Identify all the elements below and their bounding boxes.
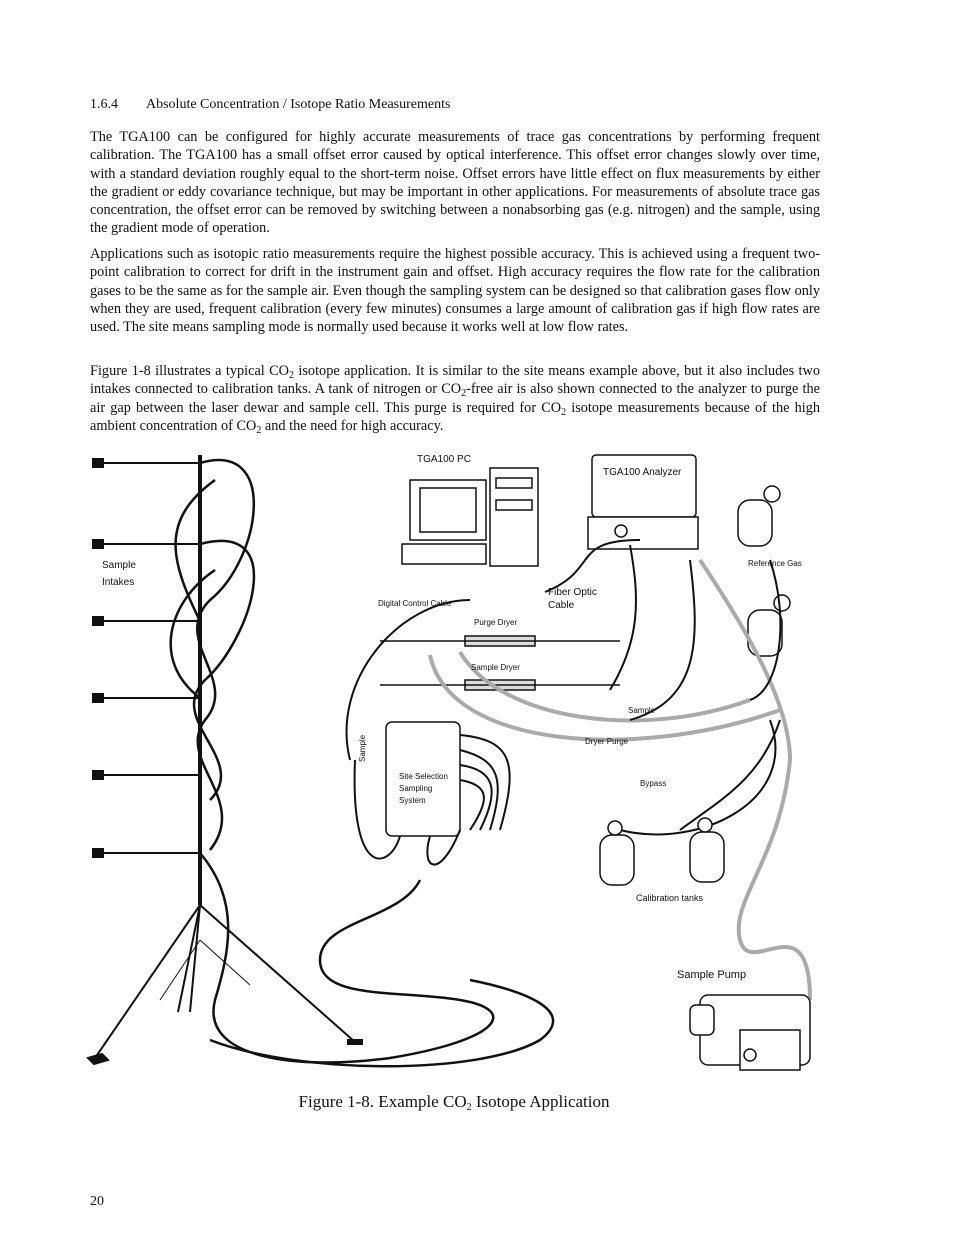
calibration-tanks xyxy=(600,818,724,885)
co2-isotope-diagram: Sample Intakes TGA100 PC TGA100 Analyzer… xyxy=(80,445,820,1085)
site-selection-label-2: Sampling xyxy=(399,784,432,793)
sample-intakes-label-2: Intakes xyxy=(102,577,134,588)
calibration-tanks-label: Calibration tanks xyxy=(636,893,704,903)
tga100-analyzer-label: TGA100 Analyzer xyxy=(603,467,682,478)
bypass-label: Bypass xyxy=(640,779,666,788)
sample-intakes-label-1: Sample xyxy=(102,560,136,571)
fiber-optic-label-1: Fiber Optic xyxy=(548,587,597,598)
sample-line-label: Sample xyxy=(628,706,656,715)
tga100-pc xyxy=(402,468,538,566)
paragraph-isotope-accuracy: Applications such as isotopic ratio meas… xyxy=(90,245,820,336)
tga100-pc-label: TGA100 PC xyxy=(417,454,471,465)
fiber-optic-label-2: Cable xyxy=(548,600,575,611)
paragraph-offset-error: The TGA100 can be configured for highly … xyxy=(90,128,820,238)
purge-dryer-label: Purge Dryer xyxy=(474,618,517,627)
site-selection-label-1: Site Selection xyxy=(399,772,448,781)
digital-control-cable-label: Digital Control Cable xyxy=(378,599,452,608)
page-number: 20 xyxy=(90,1194,104,1210)
sample-intake-arms xyxy=(93,459,200,857)
section-title: Absolute Concentration / Isotope Ratio M… xyxy=(146,97,450,112)
reference-gas-label: Reference Gas xyxy=(748,559,802,568)
sample-pump-label: Sample Pump xyxy=(677,969,746,981)
paragraph-figure-description: Figure 1-8 illustrates a typical CO2 iso… xyxy=(90,362,820,435)
dryer-purge-label: Dryer Purge xyxy=(585,737,629,746)
sample-dryer-label: Sample Dryer xyxy=(471,663,520,672)
sample-vertical-label: Sample xyxy=(358,734,367,762)
site-selection-label-3: System xyxy=(399,796,426,805)
sampling-tower xyxy=(88,455,362,1064)
section-number: 1.6.4 xyxy=(90,97,146,113)
sample-pump xyxy=(690,995,810,1070)
figure-caption: Figure 1-8. Example CO2 Isotope Applicat… xyxy=(0,1092,908,1112)
